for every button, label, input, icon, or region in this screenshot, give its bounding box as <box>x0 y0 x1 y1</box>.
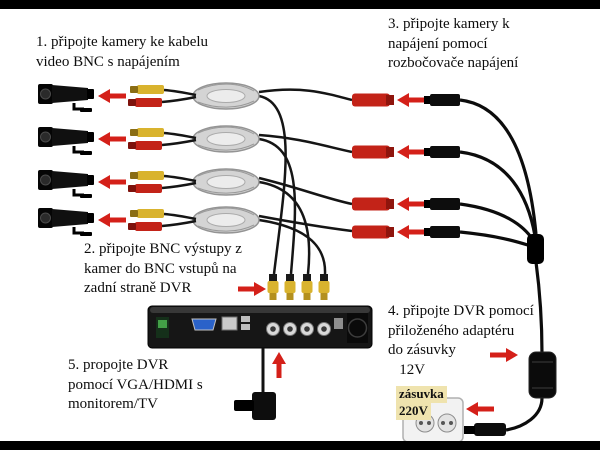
splitter-junction <box>527 234 544 264</box>
vga-cable-icon <box>234 348 276 420</box>
cable-coil-icon <box>192 168 260 196</box>
left-arrow-icon <box>98 132 126 146</box>
top-letterbox-bar <box>0 0 600 9</box>
dvr-rear-panel <box>147 305 373 349</box>
splitter-plug-icon <box>424 226 460 238</box>
left-arrow-icon <box>397 93 425 107</box>
bnc-male-connector-icon <box>284 274 296 300</box>
bnc-input-ports <box>266 322 331 336</box>
left-arrow-icon <box>98 213 126 227</box>
step-1-label: 1. připojte kamery ke kabelu video BNC s… <box>36 34 209 70</box>
power-splitter-wires <box>459 98 544 432</box>
cable-coil-icon <box>192 206 260 234</box>
splitter-plug-icon <box>424 94 460 106</box>
power-adapter-icon <box>528 351 557 399</box>
socket-name-text: zásuvka <box>396 386 447 403</box>
step-4-label: 4. připojte DVR pomocí přiloženého adapt… <box>388 303 534 378</box>
left-arrow-icon <box>397 225 425 239</box>
socket-voltage-text: 220V <box>396 402 431 420</box>
left-arrow-icon <box>466 402 494 416</box>
power-connector-icon <box>352 93 394 107</box>
bnc-male-connector-icon <box>267 274 279 300</box>
step-5-label: 5. propojte DVR pomocí VGA/HDMI s monito… <box>68 357 203 412</box>
power-connector-icon <box>352 197 394 211</box>
dc-power-port <box>334 318 343 329</box>
right-arrow-icon <box>238 282 266 296</box>
video-cable-wires <box>258 88 353 275</box>
left-arrow-icon <box>98 175 126 189</box>
bnc-power-pigtail-icon <box>126 207 198 233</box>
power-plug-icon <box>464 423 506 436</box>
bottom-letterbox-bar <box>0 441 600 450</box>
ethernet-port <box>221 316 238 331</box>
bnc-power-pigtail-icon <box>126 83 198 109</box>
cable-coil-icon <box>192 125 260 153</box>
power-connector-icon <box>352 145 394 159</box>
step-2-label: 2. připojte BNC výstupy z kamer do BNC v… <box>84 241 242 296</box>
bnc-male-connector-icon <box>301 274 313 300</box>
cable-coil-icon <box>192 82 260 110</box>
usb-port <box>241 324 250 330</box>
socket-label: zásuvka 220V <box>396 386 447 420</box>
left-arrow-icon <box>397 197 425 211</box>
splitter-plug-icon <box>424 198 460 210</box>
bnc-male-connector-icon <box>318 274 330 300</box>
security-camera-icon <box>36 206 96 238</box>
usb-port <box>241 316 250 322</box>
security-camera-icon <box>36 125 96 157</box>
security-camera-icon <box>36 82 96 114</box>
left-arrow-icon <box>98 89 126 103</box>
vga-port <box>191 318 217 331</box>
bnc-power-pigtail-icon <box>126 126 198 152</box>
splitter-plug-icon <box>424 146 460 158</box>
step-3-label: 3. připojte kamery k napájení pomocí roz… <box>388 16 519 71</box>
up-arrow-icon <box>272 352 286 378</box>
security-camera-icon <box>36 168 96 200</box>
fan-grille <box>347 313 368 343</box>
left-arrow-icon <box>397 145 425 159</box>
power-connector-icon <box>352 225 394 239</box>
bnc-power-pigtail-icon <box>126 169 198 195</box>
